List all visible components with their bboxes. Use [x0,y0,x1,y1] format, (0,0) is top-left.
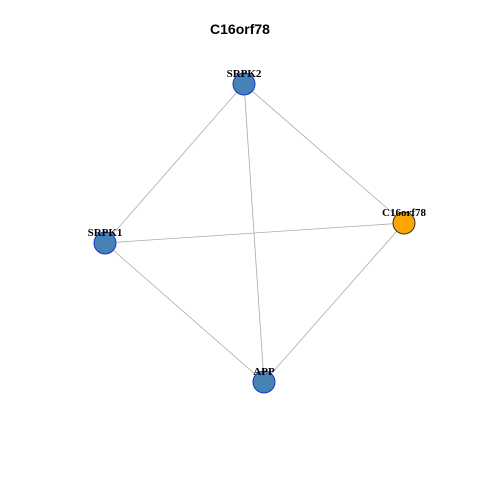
node-circle-srpk2[interactable] [232,72,256,96]
node-label-app: APP [253,366,275,378]
edge-c16orf78-app [263,222,405,383]
node-label-srpk1: SRPK1 [88,227,123,239]
edge-layer [104,83,405,383]
node-app[interactable]: APP [252,366,276,394]
node-circle-c16orf78[interactable] [392,211,416,235]
node-circle-srpk1[interactable] [93,231,117,255]
edge-srpk1-app [104,242,265,383]
edge-srpk2-c16orf78 [243,83,405,224]
node-circle-app[interactable] [252,370,276,394]
edge-srpk1-c16orf78 [104,222,405,244]
edge-srpk2-srpk1 [104,83,245,244]
node-label-srpk2: SRPK2 [227,68,262,80]
node-srpk1[interactable]: SRPK1 [88,227,123,255]
node-c16orf78[interactable]: C16orf78 [382,207,426,235]
graph-title: C16orf78 [210,21,270,37]
node-label-c16orf78: C16orf78 [382,207,426,219]
node-srpk2[interactable]: SRPK2 [227,68,262,96]
